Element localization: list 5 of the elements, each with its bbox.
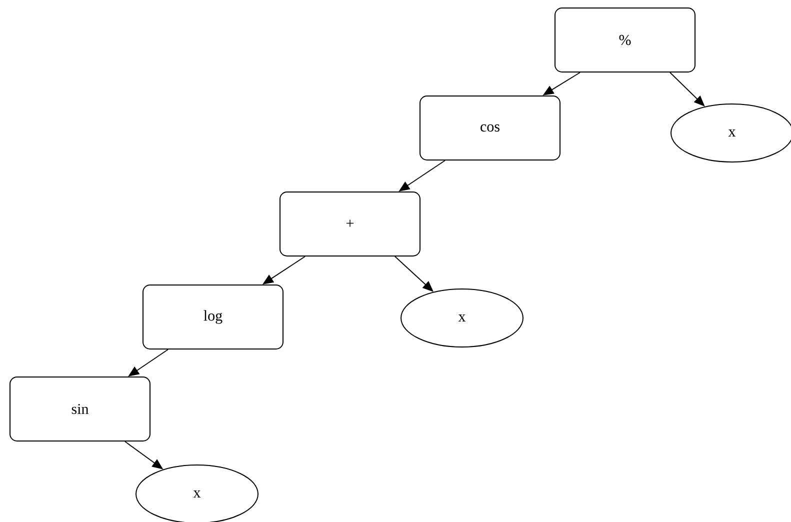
operator-box: cos — [420, 96, 560, 160]
operator-box: % — [554, 8, 696, 72]
operator-box: log — [142, 284, 284, 350]
operator-box: sin — [10, 376, 150, 442]
operator-box: + — [280, 192, 420, 256]
